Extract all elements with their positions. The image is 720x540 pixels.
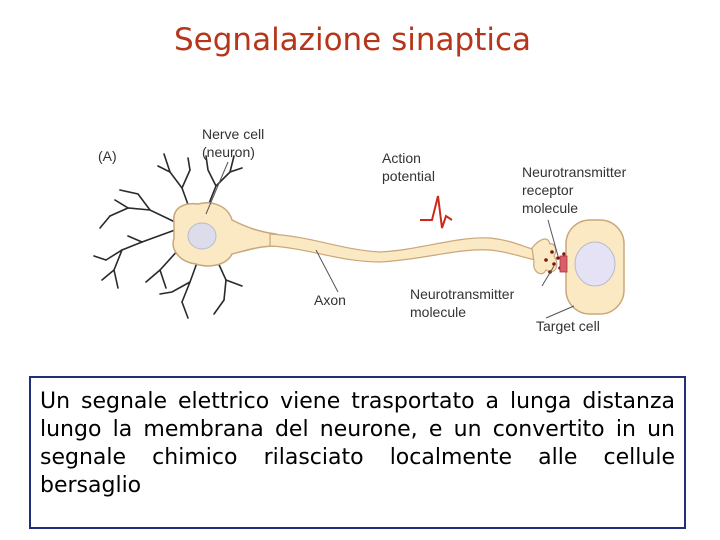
target-nucleus	[574, 241, 616, 287]
leader-lines	[205, 161, 575, 319]
neuron-illustration	[93, 153, 625, 319]
receptor-label-line2: receptor	[522, 182, 574, 198]
axon-fiber	[269, 233, 537, 263]
target-cell-label: Target cell	[536, 318, 600, 334]
axon-label: Axon	[314, 292, 346, 308]
caption-box: Un segnale elettrico viene trasportato a…	[29, 376, 686, 529]
neuron-diagram: (A) Nerve cell (neuron) Action potential…	[80, 110, 670, 350]
panel-label: (A)	[98, 148, 117, 164]
action-label: Action	[382, 150, 421, 166]
nerve-cell-label: Nerve cell	[202, 126, 265, 142]
potential-label: potential	[382, 168, 435, 184]
receptor-molecule	[559, 255, 568, 273]
nucleus	[187, 222, 217, 250]
receptor-label-line3: molecule	[522, 200, 579, 216]
neuron-label: (neuron)	[202, 144, 255, 160]
receptor-label-line1: Neurotransmitter	[522, 164, 627, 180]
action-potential-trace	[420, 195, 453, 229]
nt-molecule-label-line1: Neurotransmitter	[410, 286, 515, 302]
caption-text: Un segnale elettrico viene trasportato a…	[40, 389, 675, 498]
axon-terminal	[531, 238, 558, 275]
dendrites	[93, 153, 243, 319]
nt-molecule-label-line2: molecule	[410, 304, 467, 320]
slide-title: Segnalazione sinaptica	[174, 22, 531, 58]
